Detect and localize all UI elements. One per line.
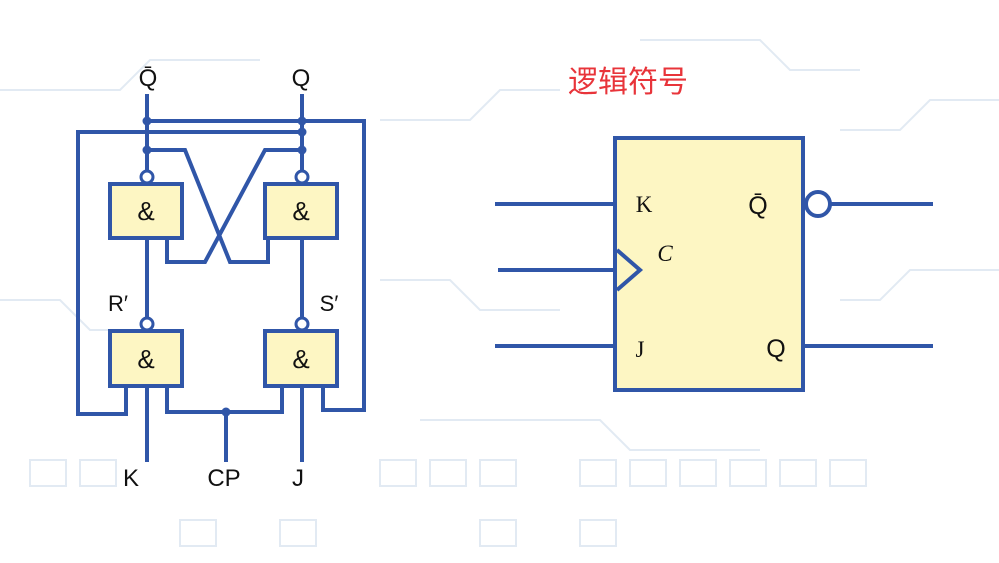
jk-logic-symbol: K C J Q̄ Q [495, 136, 933, 392]
label-j: J [292, 465, 304, 492]
label-s-prime: S′ [320, 291, 339, 316]
cross-wire-qbar [147, 148, 270, 264]
symbol-label-q-bar: Q̄ [748, 192, 767, 220]
inversion-bubble [139, 169, 155, 185]
clock-triangle [615, 248, 644, 292]
junction-dot [297, 145, 307, 155]
inversion-bubble [294, 316, 310, 332]
nand-gate-bottom-left: & [108, 316, 184, 388]
junction-dot [221, 407, 231, 417]
gate-symbol: & [292, 196, 309, 226]
gate-symbol: & [137, 344, 154, 374]
background-decoration [0, 39, 999, 547]
label-q-bar: Q̄ [139, 65, 158, 92]
nand-gate-bottom-right: & [263, 316, 339, 388]
cp-input-wire [165, 386, 284, 462]
circuit-junctions [142, 116, 307, 417]
symbol-label-c: C [657, 241, 673, 266]
label-q: Q [292, 65, 311, 92]
q-feedback-rail [76, 130, 302, 416]
inversion-bubble [294, 169, 310, 185]
circuit-wires [76, 94, 366, 462]
symbol-label-j: J [636, 337, 645, 362]
inversion-bubble [804, 190, 832, 218]
logic-symbol-title: 逻辑符号 [568, 65, 688, 100]
junction-dot [297, 127, 307, 137]
cross-wire-q [165, 148, 302, 264]
label-r-prime: R′ [108, 291, 128, 316]
junction-dot [142, 116, 152, 126]
symbol-wires [495, 202, 933, 348]
nand-gate-top-right: & [263, 169, 339, 240]
symbol-label-q: Q [766, 335, 785, 363]
nand-gate-top-left: & [108, 169, 184, 240]
qbar-feedback-rail [147, 119, 366, 412]
inversion-bubble [139, 316, 155, 332]
label-cp: CP [207, 465, 240, 492]
label-k: K [123, 465, 139, 492]
gate-symbol: & [137, 196, 154, 226]
junction-dot [297, 116, 307, 126]
symbol-label-k: K [636, 192, 653, 217]
jk-gate-circuit: & & & & Q̄ Q R′ S′ K CP J [76, 65, 366, 492]
flip-flop-box [613, 136, 805, 392]
junction-dot [142, 145, 152, 155]
gate-symbol: & [292, 344, 309, 374]
